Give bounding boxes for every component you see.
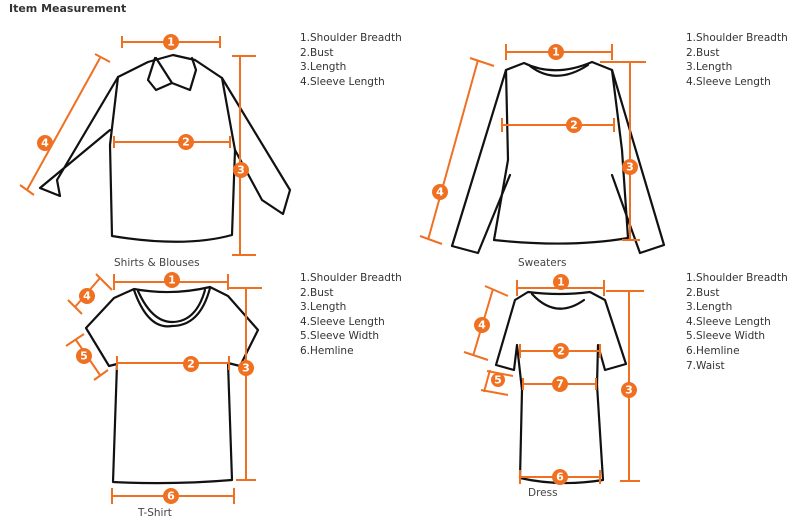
badge-1: 1: [548, 44, 564, 60]
badge-2: 2: [178, 134, 194, 150]
svg-text:3: 3: [237, 164, 245, 177]
legend-item: 3.Length: [686, 301, 733, 314]
legend-item: 3.Length: [300, 301, 347, 314]
legend-sweaters: 1.Shoulder Breadth 2.Bust 3.Length 4.Sle…: [686, 31, 788, 89]
badge-5: 5: [491, 373, 505, 387]
badge-6: 6: [163, 488, 179, 504]
svg-text:2: 2: [557, 345, 565, 358]
legend-item: 1.Shoulder Breadth: [300, 272, 402, 284]
svg-text:7: 7: [556, 378, 564, 391]
badge-1: 1: [163, 34, 179, 50]
badge-3: 3: [622, 159, 638, 175]
legend-tshirt: 1.Shoulder Breadth 2.Bust 3.Length 4.Sle…: [300, 271, 402, 359]
legend-dress: 1.Shoulder Breadth 2.Bust 3.Length 4.Sle…: [686, 271, 788, 373]
badge-5: 5: [76, 348, 92, 364]
svg-text:2: 2: [570, 119, 578, 132]
svg-text:5: 5: [80, 350, 88, 363]
badge-4: 4: [474, 317, 490, 333]
badge-7: 7: [552, 376, 568, 392]
legend-shirts-blouses: 1.Shoulder Breadth 2.Bust 3.Length 4.Sle…: [300, 31, 402, 89]
legend-item: 5.Sleeve Width: [300, 330, 380, 343]
svg-text:4: 4: [41, 137, 49, 150]
svg-text:4: 4: [436, 186, 444, 199]
svg-text:1: 1: [552, 46, 560, 59]
legend-item: 6.Hemline: [300, 344, 354, 357]
svg-text:6: 6: [556, 471, 564, 484]
svg-text:3: 3: [242, 362, 250, 375]
badge-3: 3: [238, 360, 254, 376]
legend-item: 5.Sleeve Width: [686, 330, 766, 343]
svg-text:5: 5: [494, 374, 502, 387]
svg-text:6: 6: [167, 490, 175, 503]
legend-item: 3.Length: [300, 61, 347, 74]
legend-item: 2.Bust: [686, 46, 720, 59]
legend-item: 4.Sleeve Length: [686, 75, 771, 88]
page-title: Item Measurement: [9, 2, 127, 15]
badge-3: 3: [233, 162, 249, 178]
caption-dress: Dress: [528, 487, 558, 499]
caption-tshirt: T-Shirt: [138, 507, 172, 519]
badge-4: 4: [37, 135, 53, 151]
badge-6: 6: [552, 469, 568, 485]
svg-text:1: 1: [167, 36, 175, 49]
legend-item: 4.Sleeve Length: [300, 75, 385, 88]
svg-text:1: 1: [557, 276, 565, 289]
caption-sweaters: Sweaters: [518, 257, 567, 269]
badge-3: 3: [621, 382, 637, 398]
legend-item: 3.Length: [686, 61, 733, 74]
svg-text:3: 3: [625, 384, 633, 397]
svg-text:4: 4: [478, 319, 486, 332]
caption-shirts-blouses: Shirts & Blouses: [114, 257, 200, 269]
legend-item: 6.Hemline: [686, 344, 740, 357]
svg-text:2: 2: [182, 136, 190, 149]
legend-item: 4.Sleeve Length: [686, 315, 771, 328]
svg-text:2: 2: [187, 358, 195, 371]
svg-text:1: 1: [168, 274, 176, 287]
svg-text:3: 3: [626, 161, 634, 174]
legend-item: 2.Bust: [300, 286, 334, 299]
legend-item: 7.Waist: [686, 359, 725, 372]
legend-item: 2.Bust: [300, 46, 334, 59]
legend-item: 1.Shoulder Breadth: [300, 32, 402, 44]
badge-1: 1: [164, 272, 180, 288]
legend-item: 1.Shoulder Breadth: [686, 32, 788, 44]
legend-item: 2.Bust: [686, 286, 720, 299]
badge-2: 2: [553, 343, 569, 359]
legend-item: 4.Sleeve Length: [300, 315, 385, 328]
badge-1: 1: [553, 274, 569, 290]
badge-2: 2: [183, 356, 199, 372]
badge-2: 2: [566, 117, 582, 133]
badge-4: 4: [79, 288, 95, 304]
badge-4: 4: [432, 184, 448, 200]
legend-item: 1.Shoulder Breadth: [686, 272, 788, 284]
svg-text:4: 4: [83, 290, 91, 303]
